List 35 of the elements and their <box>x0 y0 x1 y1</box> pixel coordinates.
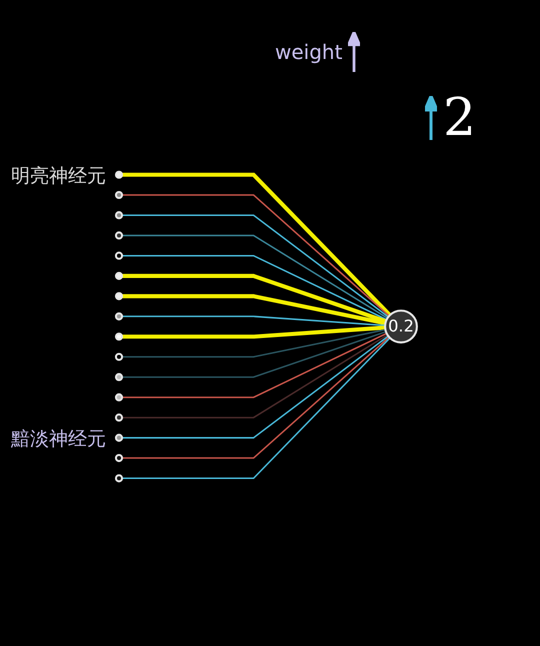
connector <box>122 194 390 316</box>
node-circle <box>114 231 124 240</box>
node-circle <box>114 252 124 260</box>
node-circle <box>114 292 124 300</box>
node-circle <box>114 312 124 320</box>
node-circle: 0.2 <box>384 310 418 344</box>
connector <box>122 336 389 439</box>
node-circle <box>114 170 124 179</box>
connector <box>122 316 386 326</box>
node-circle <box>114 190 124 200</box>
node-circle <box>114 352 124 361</box>
node-circle <box>114 414 124 422</box>
annotation-text: 2 <box>443 88 476 148</box>
node-circle <box>114 211 124 220</box>
connector <box>122 234 388 319</box>
node-caption: 明亮神经元 <box>10 164 106 187</box>
node-circle <box>114 332 124 341</box>
connector <box>122 274 387 324</box>
connector <box>122 328 386 358</box>
node-circle <box>114 272 124 280</box>
connector <box>122 294 386 326</box>
connector <box>122 334 388 418</box>
connector <box>122 214 389 318</box>
connector <box>122 326 386 339</box>
connector <box>122 332 387 398</box>
node-circle <box>114 393 124 402</box>
node-circle <box>114 454 124 462</box>
node-circle <box>114 434 124 442</box>
connector <box>122 172 392 317</box>
annotation-text: weight <box>275 40 342 64</box>
node-circle <box>114 474 124 482</box>
node-caption: 黯淡神经元 <box>10 426 106 450</box>
connector <box>122 254 387 320</box>
node-circle <box>114 373 124 382</box>
connector <box>122 330 386 378</box>
